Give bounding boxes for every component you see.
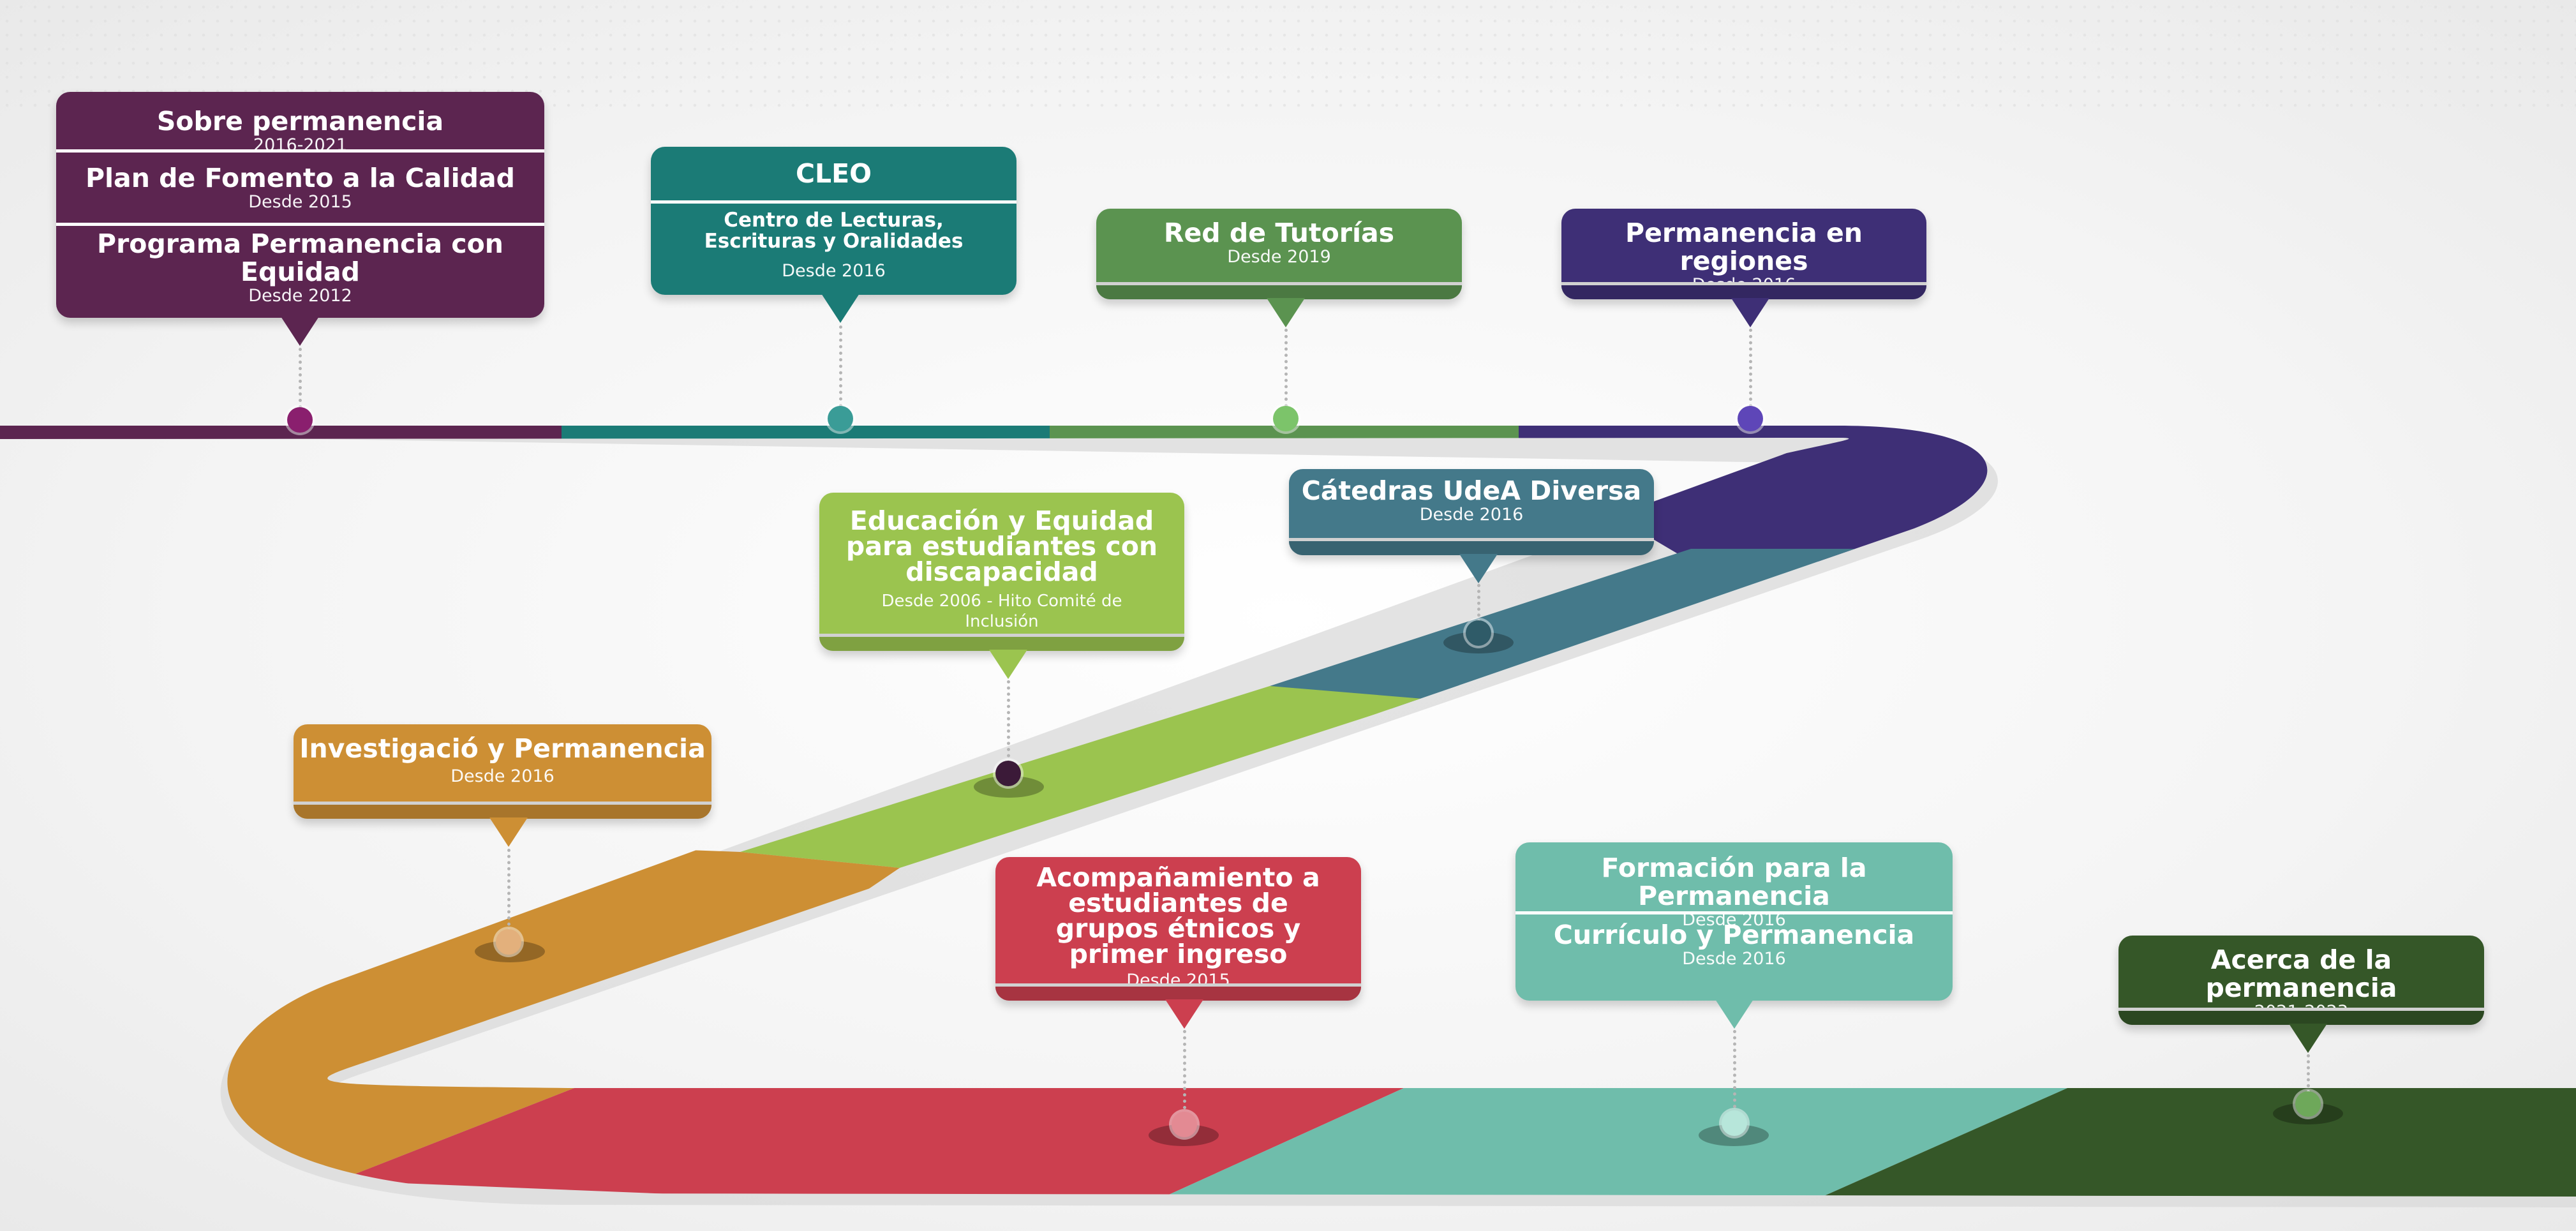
- milestone-title: Acompañamiento a estudiantes de grupos é…: [1036, 862, 1320, 969]
- milestone-title: Investigació y Permanencia: [299, 733, 706, 764]
- card-row: Formación para la Permanencia Desde 2016: [1515, 842, 1953, 930]
- card-band: [2118, 1008, 2484, 1025]
- connector-line: [299, 348, 302, 408]
- connector-line: [1284, 329, 1288, 407]
- milestone-title: Red de Tutorías: [1163, 218, 1395, 248]
- road-segment-forest: [1787, 1088, 2576, 1197]
- pointer-acerca-permanencia: [2289, 1024, 2327, 1053]
- connector-line: [1183, 1030, 1186, 1122]
- road-segment-red: [338, 1088, 1404, 1197]
- milestone-date: Desde 2006 - Hito Comité de Inclusión: [881, 592, 1122, 631]
- card-row: Currículo y Permanencia Desde 2016: [1515, 911, 1953, 969]
- milestone-title: Permanencia en regiones: [1625, 218, 1863, 276]
- milestone-card-formacion: Formación para la Permanencia Desde 2016…: [1515, 842, 1953, 1001]
- card-band: [819, 634, 1184, 651]
- road-segment-plum: [0, 426, 562, 459]
- dotted-background-pattern: [0, 0, 2576, 108]
- road-segment-teal: [562, 426, 1050, 459]
- connector-line: [2307, 1054, 2310, 1105]
- milestone-title: Currículo y Permanencia: [1553, 920, 1915, 950]
- connector-line: [1477, 584, 1480, 629]
- milestone-title: Educación y Equidad para estudiantes con…: [845, 505, 1158, 587]
- road-segment-mint: [1129, 1088, 2067, 1197]
- milestone-date: Desde 2016: [1419, 505, 1524, 525]
- timeline-pin-red-tutorias: [1273, 406, 1299, 431]
- milestone-card-acompanamiento: Acompañamiento a estudiantes de grupos é…: [995, 857, 1361, 1001]
- card-row: Programa Permanencia con Equidad Desde 2…: [56, 223, 544, 312]
- timeline-pin-permanencia-regiones: [1738, 406, 1763, 431]
- connector-line: [1749, 329, 1752, 407]
- milestone-title: Acerca de la permanencia: [2205, 944, 2397, 1003]
- pointer-educacion-equidad: [989, 650, 1027, 679]
- timeline-pin-catedras-udea: [1466, 620, 1491, 646]
- timeline-pin-investigacio: [496, 929, 521, 955]
- connector-line: [839, 325, 842, 407]
- pointer-red-tutorias: [1267, 298, 1305, 327]
- milestone-date: Desde 2016: [1682, 949, 1786, 969]
- milestone-card-permanencia-regiones: Permanencia en regiones Desde 2016: [1561, 209, 1926, 299]
- timeline-pin-acerca-permanencia: [2295, 1091, 2321, 1117]
- timeline-pin-educacion-equidad: [995, 761, 1021, 786]
- milestone-description: Centro de Lecturas, Escrituras y Oralida…: [704, 209, 964, 253]
- connector-line: [507, 849, 510, 938]
- card-row: Centro de Lecturas, Escrituras y Oralida…: [651, 200, 1016, 281]
- road-segment-lime: [740, 686, 1423, 868]
- milestone-title: CLEO: [795, 158, 872, 189]
- milestone-title: Plan de Fomento a la Calidad: [85, 163, 516, 193]
- milestone-date: Desde 2019: [1227, 247, 1331, 267]
- milestone-title: Formación para la Permanencia: [1601, 853, 1867, 911]
- connector-line: [1007, 680, 1010, 770]
- milestone-date: Desde 2012: [248, 286, 352, 306]
- pointer-sobre-permanencia: [281, 317, 319, 346]
- timeline-pin-acompanamiento: [1172, 1112, 1197, 1137]
- milestone-card-investigacio: Investigació y Permanencia Desde 2016: [294, 724, 711, 819]
- connector-line: [1733, 1030, 1736, 1121]
- milestone-title: Sobre permanencia: [156, 106, 444, 137]
- pointer-acompanamiento: [1165, 999, 1203, 1029]
- card-band: [1096, 282, 1462, 299]
- milestone-card-catedras-udea: Cátedras UdeA Diversa Desde 2016: [1289, 469, 1654, 555]
- milestone-date: Desde 2015: [248, 192, 352, 212]
- milestone-card-red-tutorias: Red de Tutorías Desde 2019: [1096, 209, 1462, 299]
- milestone-card-educacion-equidad: Educación y Equidad para estudiantes con…: [819, 493, 1184, 651]
- milestone-title: Programa Permanencia con Equidad: [97, 228, 503, 287]
- pointer-formacion: [1715, 999, 1753, 1029]
- card-row: Plan de Fomento a la Calidad Desde 2015: [56, 149, 544, 223]
- card-band: [995, 983, 1361, 1001]
- milestone-card-sobre-permanencia: Sobre permanencia 2016-2021 Plan de Fome…: [56, 92, 544, 318]
- timeline-pin-cleo: [828, 406, 853, 431]
- timeline-pin-formacion: [1722, 1110, 1747, 1136]
- card-band: [1561, 282, 1926, 299]
- milestone-card-acerca-permanencia: Acerca de la permanencia 2021-2023: [2118, 936, 2484, 1025]
- pointer-cleo: [821, 294, 860, 323]
- pointer-catedras-udea: [1459, 554, 1498, 583]
- milestone-date: Desde 2016: [450, 766, 555, 786]
- pointer-permanencia-regiones: [1731, 298, 1769, 327]
- card-row: Sobre permanencia 2016-2021: [56, 92, 544, 155]
- card-row: CLEO: [651, 147, 1016, 200]
- card-band: [1289, 538, 1654, 555]
- milestone-title: Cátedras UdeA Diversa: [1301, 475, 1642, 506]
- milestone-card-cleo: CLEO Centro de Lecturas, Escrituras y Or…: [651, 147, 1016, 295]
- card-band: [294, 802, 711, 819]
- pointer-investigacio: [489, 817, 528, 847]
- milestone-date: Desde 2016: [782, 261, 886, 281]
- timeline-pin-sobre-permanencia: [287, 407, 313, 433]
